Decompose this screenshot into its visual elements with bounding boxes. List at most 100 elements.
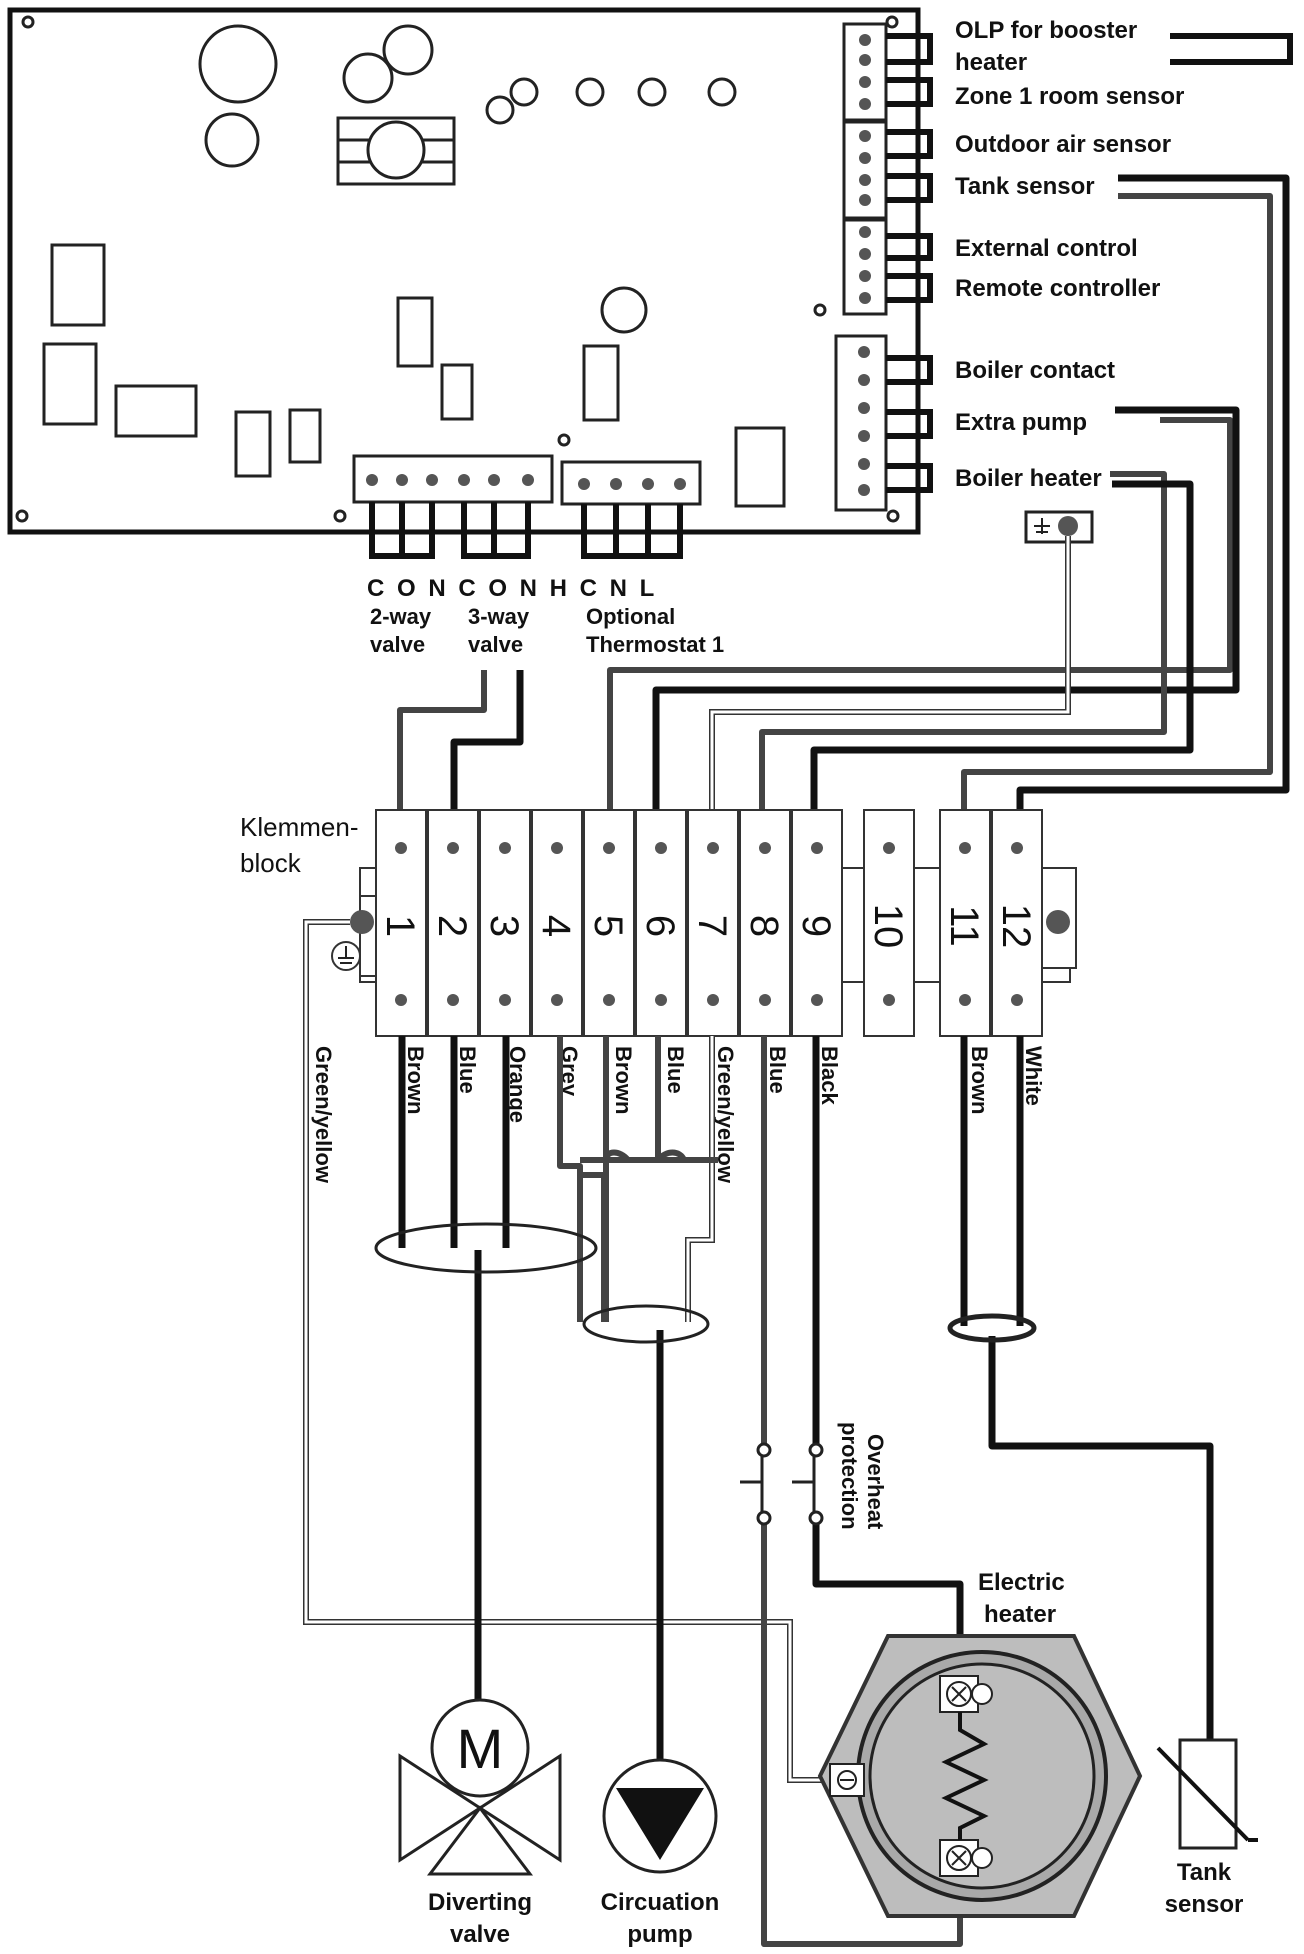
diverting-valve-label-line2: valve bbox=[450, 1921, 510, 1948]
label-boiler-heater: Boiler heater bbox=[955, 465, 1102, 492]
diverting-valve: M Diverting valve bbox=[398, 1698, 562, 1948]
terminal-number: 6 bbox=[638, 915, 682, 937]
label-zone1-room-sensor: Zone 1 room sensor bbox=[955, 83, 1184, 110]
terminal-number: 10 bbox=[866, 904, 910, 949]
label-wire-t7: Green/yellow bbox=[713, 1046, 738, 1184]
label-olp-booster-line1: OLP for booster bbox=[955, 17, 1137, 44]
thermostat-line1: Optional bbox=[586, 604, 675, 629]
ground-icon bbox=[1024, 510, 1094, 544]
terminal-screw bbox=[551, 842, 563, 854]
switch-icon bbox=[740, 1442, 824, 1526]
terminal-1: 1 bbox=[375, 809, 427, 1037]
terminal-screw bbox=[759, 994, 771, 1006]
terminal-number: 8 bbox=[742, 915, 786, 937]
terminal-3: 3 bbox=[479, 809, 531, 1037]
terminal-5: 5 bbox=[583, 809, 635, 1037]
circulation-pump: Circuation pump bbox=[601, 1758, 720, 1948]
label-tank-sensor: Tank sensor bbox=[955, 173, 1095, 200]
label-wire-t5: Brown bbox=[611, 1046, 636, 1114]
terminal-screw bbox=[1011, 842, 1023, 854]
terminal-number: 12 bbox=[994, 904, 1038, 949]
terminal-2: 2 bbox=[427, 809, 479, 1037]
terminal-number: 9 bbox=[794, 915, 838, 937]
motor-icon bbox=[430, 1698, 530, 1798]
tank-sensor-label-line1: Tank bbox=[1177, 1859, 1232, 1886]
terminal-screw bbox=[499, 842, 511, 854]
overheat-protection: Overheat protection bbox=[740, 1422, 888, 1530]
terminal-screw bbox=[707, 842, 719, 854]
electric-heater-label-line2: heater bbox=[984, 1601, 1056, 1628]
terminal-screw bbox=[811, 994, 823, 1006]
terminal-screw bbox=[603, 842, 615, 854]
control-board bbox=[7, 7, 933, 559]
overheat-label-line2: protection bbox=[837, 1422, 862, 1530]
terminal-screw bbox=[759, 842, 771, 854]
terminal-screw bbox=[883, 994, 895, 1006]
right-connector-blocks bbox=[834, 22, 933, 512]
terminal-12: 12 bbox=[991, 809, 1043, 1037]
wire-color-labels: Green/yellow Brown Blue Orange Grey Brow… bbox=[311, 1046, 1046, 1184]
label-wire-t8: Blue bbox=[765, 1046, 790, 1094]
terminal-4: 4 bbox=[531, 809, 583, 1037]
terminal-number: 5 bbox=[586, 915, 630, 937]
motor-symbol: M bbox=[457, 1717, 504, 1780]
label-boiler-contact: Boiler contact bbox=[955, 357, 1115, 384]
terminal-screw bbox=[551, 994, 563, 1006]
terminal-screw bbox=[655, 842, 667, 854]
terminal-screw bbox=[707, 994, 719, 1006]
terminal-screw bbox=[655, 994, 667, 1006]
tank-sensor-label-line2: sensor bbox=[1165, 1891, 1244, 1918]
three-way-valve-line2: valve bbox=[468, 632, 523, 657]
terminal-screw bbox=[959, 842, 971, 854]
label-extra-pump: Extra pump bbox=[955, 409, 1087, 436]
pump-label-line2: pump bbox=[627, 1921, 692, 1948]
terminal-screw bbox=[811, 842, 823, 854]
terminal-9: 9 bbox=[791, 809, 843, 1037]
label-wire-t9: Black bbox=[817, 1046, 842, 1105]
label-outdoor-air-sensor: Outdoor air sensor bbox=[955, 131, 1171, 158]
overheat-label-line1: Overheat bbox=[863, 1434, 888, 1530]
two-way-valve-line1: 2-way bbox=[370, 604, 432, 629]
diverting-valve-label-line1: Diverting bbox=[428, 1889, 532, 1916]
terminal-letters: C O N C O N H C N L bbox=[367, 575, 657, 602]
label-wire-t2: Blue bbox=[455, 1046, 480, 1094]
terminal-screw bbox=[1011, 994, 1023, 1006]
ground-icon bbox=[331, 941, 361, 971]
terminal-screw bbox=[603, 994, 615, 1006]
three-way-valve-line1: 3-way bbox=[468, 604, 530, 629]
tank-sensor: Tank sensor bbox=[1156, 1738, 1258, 1918]
terminal-number: 7 bbox=[690, 915, 734, 937]
lower-wires bbox=[303, 919, 1214, 1947]
electric-heater-label-line1: Electric bbox=[978, 1569, 1065, 1596]
terminal-screw bbox=[395, 842, 407, 854]
label-wire-t1: Brown bbox=[403, 1046, 428, 1114]
upper-wires bbox=[397, 174, 1290, 810]
terminal-number: 2 bbox=[430, 915, 474, 937]
two-way-valve-line2: valve bbox=[370, 632, 425, 657]
terminal-screw bbox=[447, 994, 459, 1006]
label-wire-t12: White bbox=[1021, 1046, 1046, 1106]
thermostat-line2: Thermostat 1 bbox=[586, 632, 724, 657]
terminal-screw bbox=[395, 994, 407, 1006]
pump-icon bbox=[616, 1788, 704, 1860]
label-external-control: External control bbox=[955, 235, 1138, 262]
thermistor-icon bbox=[1178, 1738, 1238, 1850]
terminal-screw bbox=[883, 842, 895, 854]
terminal-block-label-line1: Klemmen- bbox=[240, 812, 358, 842]
label-wire-t11: Brown bbox=[967, 1046, 992, 1114]
terminal-number: 4 bbox=[534, 915, 578, 937]
terminal-screw bbox=[499, 994, 511, 1006]
pump-label-line1: Circuation bbox=[601, 1889, 720, 1916]
bottom-connector-blocks bbox=[352, 454, 702, 559]
electric-heater: Electric heater bbox=[817, 1569, 1143, 1918]
terminal-8: 8 bbox=[739, 809, 791, 1037]
terminal-screw bbox=[959, 994, 971, 1006]
terminal-number: 3 bbox=[482, 915, 526, 937]
label-wire-t6: Blue bbox=[663, 1046, 688, 1094]
terminal-10: 10 bbox=[863, 809, 915, 1037]
terminal-block-label-line2: block bbox=[240, 848, 302, 878]
terminal-11: 11 bbox=[939, 809, 991, 1037]
terminal-number: 1 bbox=[378, 915, 422, 937]
